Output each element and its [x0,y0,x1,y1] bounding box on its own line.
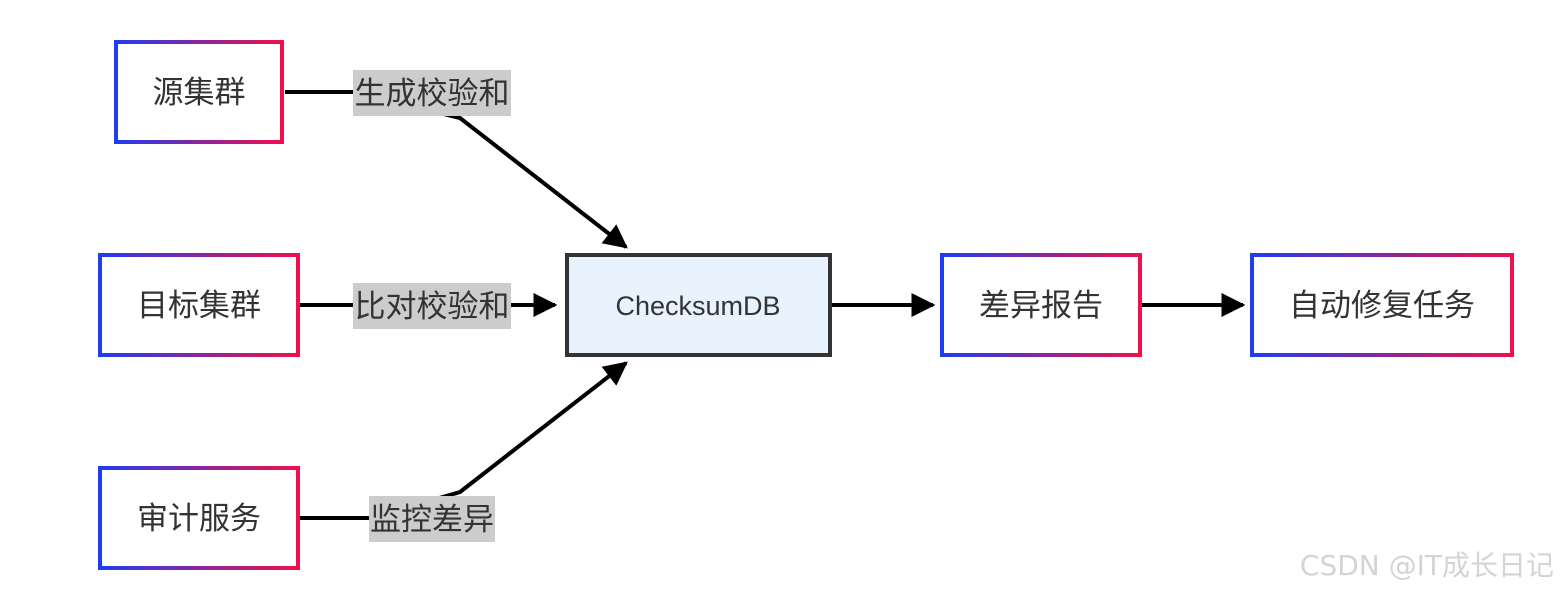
watermark: CSDN @IT成长日记 [1299,549,1554,582]
node-label: ChecksumDB [615,291,780,321]
edge-label-bg [353,283,511,329]
edge-label-compare-checksum: 比对校验和 [353,283,511,329]
node-source-cluster[interactable]: 源集群 [114,40,284,144]
edge-label-generate-checksum: 生成校验和 [353,70,511,116]
edge-label-bg [353,70,511,116]
edge-label-text: 监控差异 [370,502,494,538]
node-diff-report[interactable]: 差异报告 [940,253,1142,357]
edge-label-text: 比对校验和 [355,289,510,325]
node-auto-repair[interactable]: 自动修复任务 [1250,253,1514,357]
edge-label-bg [369,496,495,542]
node-box [114,40,284,144]
edge-label-text: 生成校验和 [355,76,510,112]
edge-label-monitor-diff: 监控差异 [369,496,495,542]
nodes: 源集群 目标集群 审计服务 ChecksumDB 差异报告 自动修复任务 [98,40,1514,570]
node-label: 源集群 [153,75,246,111]
node-label: 自动修复任务 [1289,288,1475,324]
node-audit-service[interactable]: 审计服务 [98,466,300,570]
node-target-cluster[interactable]: 目标集群 [98,253,300,357]
node-label: 目标集群 [137,288,261,324]
edge-labels: 生成校验和 比对校验和 监控差异 [353,70,511,542]
node-box [1250,253,1514,357]
node-box [98,466,300,570]
node-box [940,253,1142,357]
node-box [565,253,832,357]
node-checksum-db[interactable]: ChecksumDB [565,253,832,357]
node-label: 差异报告 [979,288,1103,324]
node-box [98,253,300,357]
edge-audit-to-checksumdb [300,361,628,520]
node-label: 审计服务 [137,501,261,537]
